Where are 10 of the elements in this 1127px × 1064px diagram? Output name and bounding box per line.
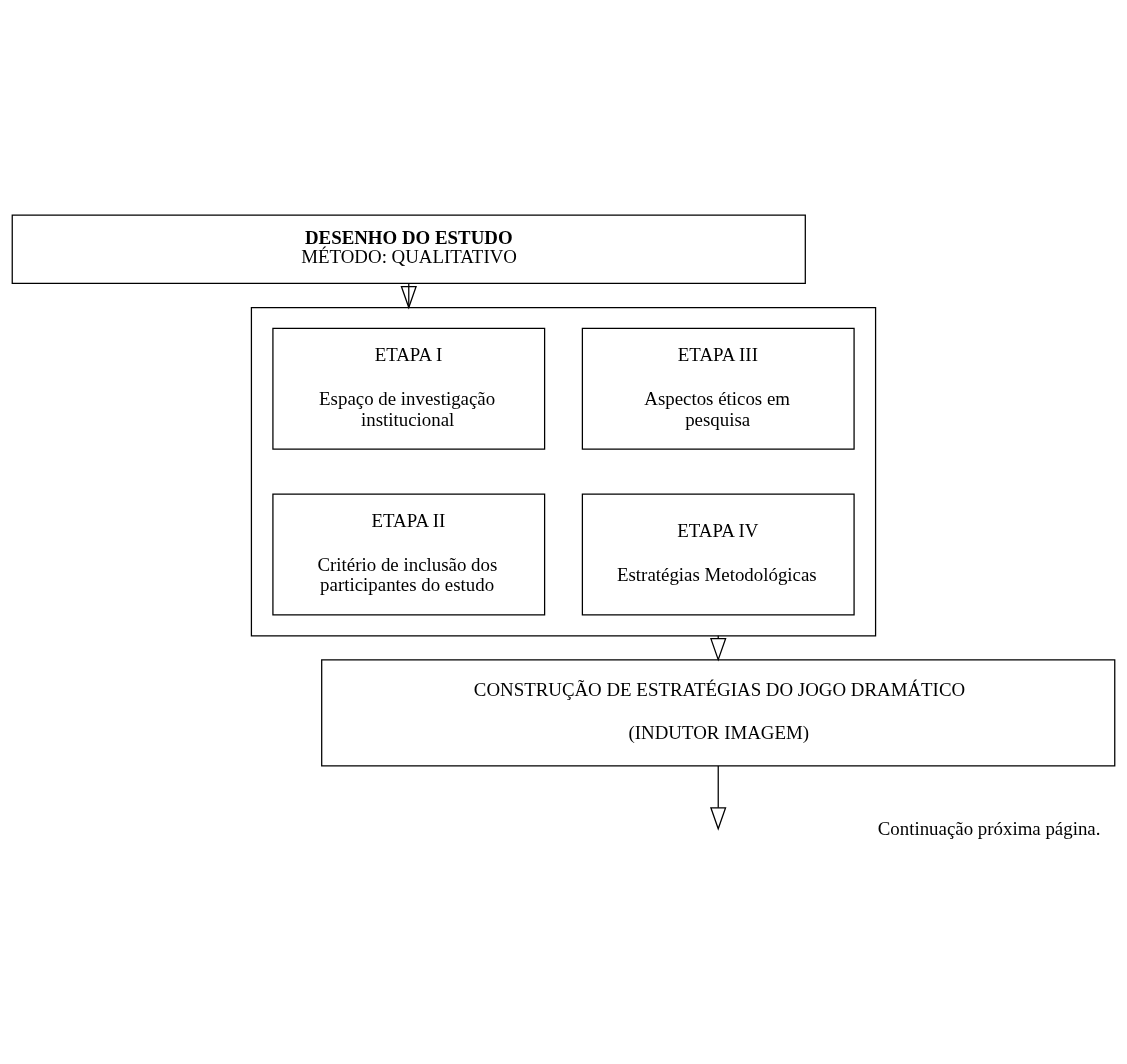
arrow (400, 282, 417, 310)
cluster (250, 306, 877, 637)
node-box: CONSTRUÇÃO DE ESTRATÉGIAS DO JOGO DRAMÁTICO (INDUTOR IMAGEM) (321, 659, 1116, 767)
label: Continuação próxima página. (877, 817, 1101, 839)
node-box: DESENHO DO ESTUDO MÉTODO: QUALITATIVO (11, 214, 806, 284)
node-box: ETAPA I Espaço de investigação institucional (272, 327, 546, 450)
node-box: ETAPA II Critério de inclusão dos participantes do estudo (272, 493, 546, 616)
arrow (710, 765, 727, 831)
node-box: ETAPA III Aspectos éticos em pesquisa (581, 327, 855, 450)
node-box: ETAPA IV Estratégias Metodológicas (581, 493, 855, 616)
